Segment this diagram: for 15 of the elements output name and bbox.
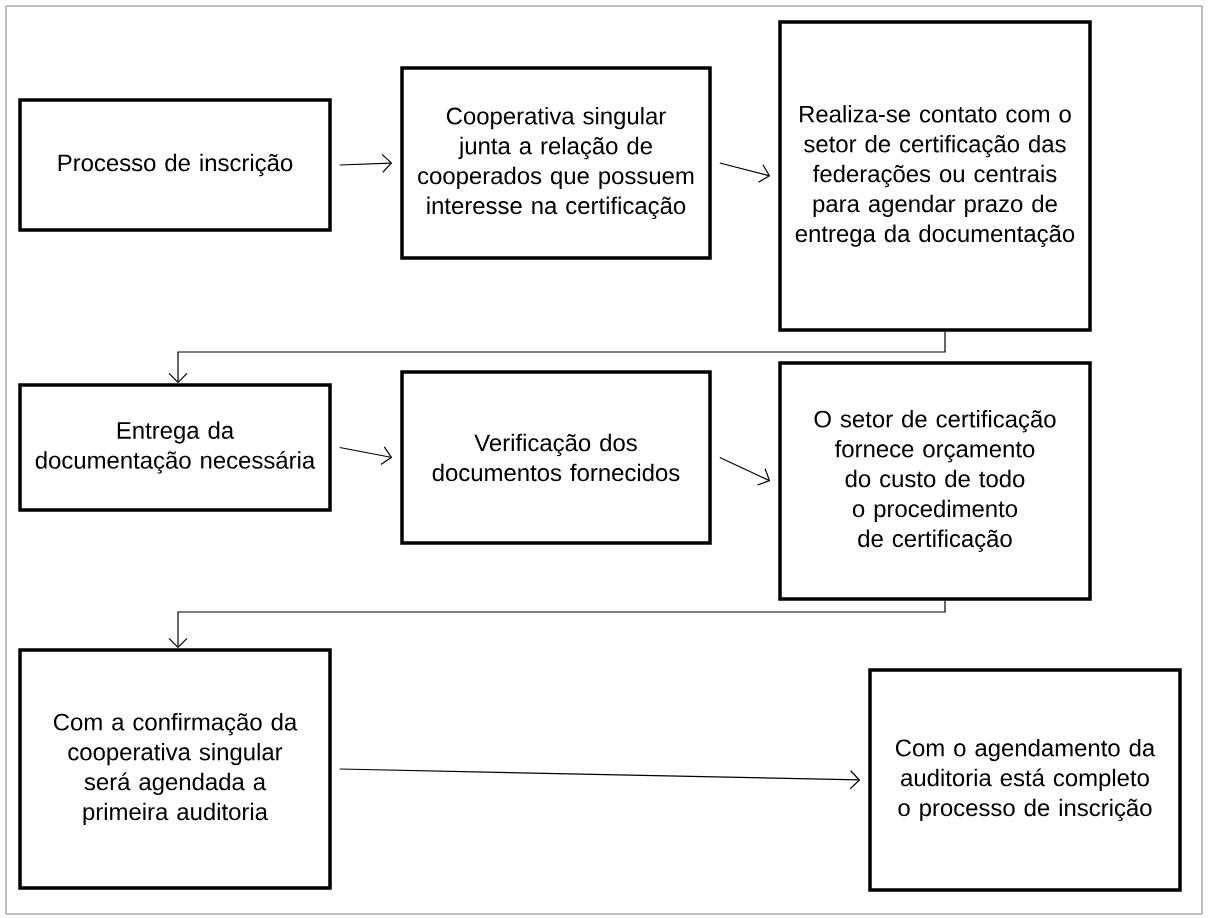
process-box: Verificação dos documentos fornecidos bbox=[400, 370, 712, 545]
arrow bbox=[339, 153, 393, 173]
process-box: Cooperativa singular junta a relação de cooperados que possuem interesse na certificação bbox=[400, 66, 712, 260]
arrow bbox=[339, 446, 393, 466]
arrow bbox=[339, 768, 861, 790]
arrow bbox=[168, 600, 946, 649]
process-box: O setor de certificação fornece orçamento do custo de todo o procedimento de certificação bbox=[778, 361, 1092, 601]
process-box: Com o agendamento da auditoria está completo o processo de inscrição bbox=[868, 668, 1182, 892]
process-box: Processo de inscrição bbox=[18, 98, 332, 232]
process-box: Com a confirmação da cooperativa singular será agendada a primeira auditoria bbox=[18, 648, 332, 890]
arrow bbox=[719, 162, 771, 183]
process-box: Realiza-se contato com o setor de certificação das federações ou centrais para agendar prazo de entrega da documentação bbox=[778, 20, 1092, 332]
arrow bbox=[719, 456, 771, 486]
process-box: Entrega da documentação necessária bbox=[18, 383, 332, 512]
arrow bbox=[168, 331, 946, 384]
